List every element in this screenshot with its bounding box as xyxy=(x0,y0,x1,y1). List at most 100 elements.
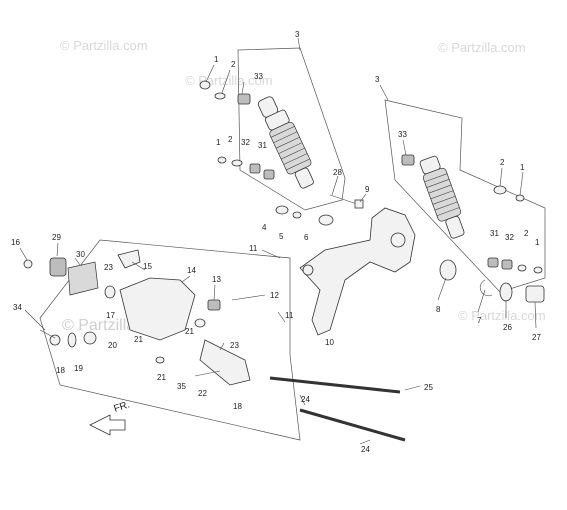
right-washer-2b xyxy=(517,264,527,272)
callout-1: 1 xyxy=(535,238,540,247)
swingarm-assembly xyxy=(23,249,406,442)
pivot-20 xyxy=(83,331,97,345)
left-shock-lower-eye xyxy=(294,167,314,189)
callout-29: 29 xyxy=(52,233,61,242)
callout-3: 3 xyxy=(375,75,380,84)
callout-13: 13 xyxy=(212,275,221,284)
callout-34: 34 xyxy=(13,303,22,312)
bracket-15 xyxy=(117,249,141,269)
washer-21c xyxy=(155,356,165,364)
callout-2: 2 xyxy=(524,229,529,238)
callout-27: 27 xyxy=(532,333,541,342)
link-front-hole xyxy=(302,264,314,276)
callout-11: 11 xyxy=(249,244,258,253)
left-shock-group-outline xyxy=(237,47,346,211)
left-washer-2b xyxy=(231,159,243,167)
callout-6: 6 xyxy=(304,233,309,242)
front-direction-indicator: FR. xyxy=(89,399,132,436)
callout-3: 3 xyxy=(295,30,300,39)
callout-18: 18 xyxy=(56,366,65,375)
callout-20: 20 xyxy=(108,341,117,350)
callout-31: 31 xyxy=(490,229,499,238)
right-bushing-31 xyxy=(487,257,499,268)
axle-bolt-25 xyxy=(269,376,401,394)
right-washer-2 xyxy=(493,185,507,195)
callout-1: 1 xyxy=(214,55,219,64)
callout-26: 26 xyxy=(503,323,512,332)
washer-19 xyxy=(67,332,77,348)
left-shock-absorber xyxy=(199,80,314,189)
callout-2: 2 xyxy=(500,158,505,167)
right-shock-absorber xyxy=(401,154,543,274)
callout-15: 15 xyxy=(143,262,152,271)
bolt-12 xyxy=(231,294,266,301)
left-bushing-33 xyxy=(237,93,251,105)
callout-23: 23 xyxy=(104,263,113,272)
right-bushing-32 xyxy=(501,259,513,270)
callout-11: 11 xyxy=(285,311,294,320)
callout-22: 22 xyxy=(198,389,207,398)
nut-16 xyxy=(23,259,33,269)
callout-28: 28 xyxy=(333,168,342,177)
spacer-8 xyxy=(439,259,457,281)
callout-16: 16 xyxy=(11,238,20,247)
linkage-arm xyxy=(275,194,545,336)
bolt-35 xyxy=(194,370,221,377)
left-nut-1 xyxy=(199,80,211,90)
link-pivot-hole xyxy=(390,232,406,248)
callout-9: 9 xyxy=(365,185,370,194)
right-nut-1b xyxy=(533,266,543,274)
right-shock-lower-eye xyxy=(445,215,465,239)
callout-24: 24 xyxy=(301,395,310,404)
callout-19: 19 xyxy=(74,364,83,373)
callout-4: 4 xyxy=(262,223,267,232)
front-label: FR. xyxy=(113,399,132,414)
left-washer-2 xyxy=(214,92,226,100)
swing-link-arm xyxy=(299,207,416,336)
bushing-13 xyxy=(207,299,221,311)
group-outlines xyxy=(39,47,546,441)
nut-5 xyxy=(292,211,302,219)
link-plate-22 xyxy=(199,339,251,386)
washer-23 xyxy=(104,285,116,299)
callout-10: 10 xyxy=(325,338,334,347)
callout-21: 21 xyxy=(157,373,166,382)
watermark-top-right: © Partzilla.com xyxy=(438,40,526,55)
collar-27 xyxy=(525,285,545,303)
callout-14: 14 xyxy=(187,266,196,275)
right-nut-1 xyxy=(515,194,525,202)
callout-24: 24 xyxy=(361,445,370,454)
callout-32: 32 xyxy=(241,138,250,147)
callout-21: 21 xyxy=(134,335,143,344)
bolt-9-head xyxy=(354,199,364,209)
callout-21: 21 xyxy=(185,327,194,336)
callout-25: 25 xyxy=(424,383,433,392)
leader-lines xyxy=(19,37,537,445)
callout-1: 1 xyxy=(216,138,221,147)
callout-18: 18 xyxy=(233,402,242,411)
callout-33: 33 xyxy=(254,72,263,81)
callout-17: 17 xyxy=(106,311,115,320)
collar-29 xyxy=(49,257,67,277)
front-arrow-icon xyxy=(89,414,126,436)
callout-numbers: 1 2 3 33 1 2 32 31 3 33 2 1 31 32 2 1 28… xyxy=(11,30,541,454)
callout-1: 1 xyxy=(520,163,525,172)
right-bushing-33 xyxy=(401,154,415,166)
callout-5: 5 xyxy=(279,232,284,241)
callout-2: 2 xyxy=(231,60,236,69)
callout-32: 32 xyxy=(505,233,514,242)
watermark-right: © Partzilla.com xyxy=(458,308,546,323)
axle-bolt-24 xyxy=(299,408,406,442)
callout-31: 31 xyxy=(258,141,267,150)
nut-18 xyxy=(49,334,61,346)
bushing-30 xyxy=(67,261,99,296)
callout-8: 8 xyxy=(436,305,441,314)
bearing-26 xyxy=(499,282,513,302)
right-shock-group-outline xyxy=(384,99,546,293)
circlip-7 xyxy=(479,279,493,297)
left-bushing-32 xyxy=(249,163,261,174)
washer-21a xyxy=(194,318,206,328)
left-bushing-31 xyxy=(263,169,275,180)
callout-2: 2 xyxy=(228,135,233,144)
